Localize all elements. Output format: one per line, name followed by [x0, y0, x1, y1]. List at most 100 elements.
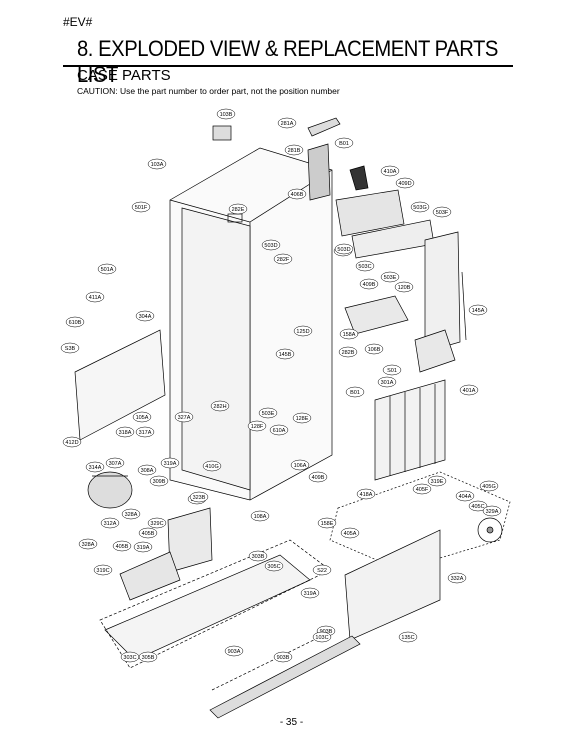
- callout-bubble: [137, 464, 157, 476]
- title-underline: [63, 65, 513, 67]
- callout-501f: 501F: [131, 201, 151, 213]
- callout-label: 158A: [343, 332, 356, 338]
- callout-307a: 307A: [105, 457, 125, 469]
- callout-label: 503D: [337, 247, 350, 253]
- callout-bubble: [105, 457, 125, 469]
- callout-label: 301A: [381, 380, 394, 386]
- callout-label: B01: [350, 390, 360, 396]
- callout-327a: 327A: [174, 411, 194, 423]
- callout-282e: 282E: [228, 203, 248, 215]
- callout-bubble: [247, 420, 267, 432]
- callout-282h: 282H: [210, 400, 230, 412]
- callout-317a: 317A: [135, 426, 155, 438]
- callout-label: 405F: [416, 487, 429, 493]
- callout-bubble: [340, 527, 360, 539]
- callout-305c: 305C: [264, 560, 284, 572]
- callout-312a: 312A: [100, 517, 120, 529]
- callout-bubble: [216, 108, 236, 120]
- callout-bubble: [277, 117, 297, 129]
- callout-bubble: [93, 564, 113, 576]
- callout-318a: 318A: [115, 426, 135, 438]
- callout-label: 329A: [486, 509, 499, 515]
- callout-303c: 303C: [120, 651, 140, 663]
- callout-bubble: [308, 471, 328, 483]
- callout-bubble: [412, 483, 432, 495]
- callout-label: 328A: [82, 542, 95, 548]
- evaporator: [167, 507, 213, 573]
- callout-label: 307A: [109, 461, 122, 467]
- callout-label: 303C: [123, 655, 136, 661]
- callout-label: 303B: [252, 554, 265, 560]
- callout-bubble: [447, 572, 467, 584]
- callout-610b: 610B: [65, 316, 85, 328]
- callout-106b: 106B: [364, 343, 384, 355]
- callout-label: 503E: [384, 275, 397, 281]
- callout-label: 409D: [398, 181, 411, 187]
- document-tag: #EV#: [63, 15, 93, 29]
- callout-label: 501A: [101, 267, 114, 273]
- callout-bubble: [78, 538, 98, 550]
- callout-bubble: [160, 457, 180, 469]
- callout-501a: 501A: [97, 263, 117, 275]
- crisper-cover: [344, 295, 409, 335]
- callout-bubble: [317, 517, 337, 529]
- callout-bubble: [382, 364, 402, 376]
- callout-bubble: [410, 201, 430, 213]
- callout-label: S3B: [65, 346, 76, 352]
- callout-bubble: [395, 177, 415, 189]
- callout-bubble: [100, 517, 120, 529]
- callout-145a: 145A: [468, 304, 488, 316]
- callout-label: 135C: [401, 635, 414, 641]
- callout-label: 305C: [267, 564, 280, 570]
- callout-503f: 503F: [432, 206, 452, 218]
- callout-label: 145A: [472, 308, 485, 314]
- callout-bubble: [224, 645, 244, 657]
- callout-128e: 128E: [292, 412, 312, 424]
- callout-bubble: [264, 560, 284, 572]
- callout-282f: 282F: [273, 253, 293, 265]
- callout-label: 312A: [104, 521, 117, 527]
- callout-bubble: [135, 426, 155, 438]
- callout-404a: 404A: [455, 490, 475, 502]
- rear-duct: [414, 231, 467, 373]
- refrigerator-cabinet: [169, 147, 333, 501]
- callout-bubble: [85, 291, 105, 303]
- callout-bubble: [202, 460, 222, 472]
- callout-bubble: [121, 508, 141, 520]
- callout-106a: 106A: [290, 459, 310, 471]
- callout-label: 106A: [294, 463, 307, 469]
- callout-332a: 332A: [447, 572, 467, 584]
- callout-319a: 319A: [133, 541, 153, 553]
- callout-bubble: [380, 271, 400, 283]
- callout-bubble: [345, 386, 365, 398]
- callout-401a: 401A: [459, 384, 479, 396]
- callout-label: 327A: [178, 415, 191, 421]
- callout-bubble: [292, 412, 312, 424]
- callout-503d: 503D: [261, 239, 281, 251]
- callout-bubble: [210, 400, 230, 412]
- callout-bubble: [398, 631, 418, 643]
- callout-bubble: [356, 488, 376, 500]
- callout-label: 903B: [320, 629, 333, 635]
- callout-bubble: [359, 278, 379, 290]
- callout-label: B01: [339, 141, 349, 147]
- callout-b01: B01: [345, 386, 365, 398]
- callout-label: 903B: [277, 655, 290, 661]
- callout-bubble: [273, 651, 293, 663]
- callout-bubble: [258, 407, 278, 419]
- fan-motor-assembly: [329, 471, 511, 571]
- callout-903b: 903B: [273, 651, 293, 663]
- callout-610a: 610A: [269, 424, 289, 436]
- callout-group: 103B281AB01281B410A409D103A406B503G503F2…: [60, 108, 502, 663]
- callout-label: 401A: [463, 388, 476, 394]
- callout-405g: 405G: [479, 480, 499, 492]
- callout-158a: 158A: [339, 328, 359, 340]
- callout-label: 308A: [141, 468, 154, 474]
- callout-label: 319A: [164, 461, 177, 467]
- callout-308a: 308A: [137, 464, 157, 476]
- callout-label: 328A: [125, 512, 138, 518]
- base-plate: [104, 551, 311, 661]
- callout-bubble: [338, 346, 358, 358]
- callout-b01: B01: [334, 137, 354, 149]
